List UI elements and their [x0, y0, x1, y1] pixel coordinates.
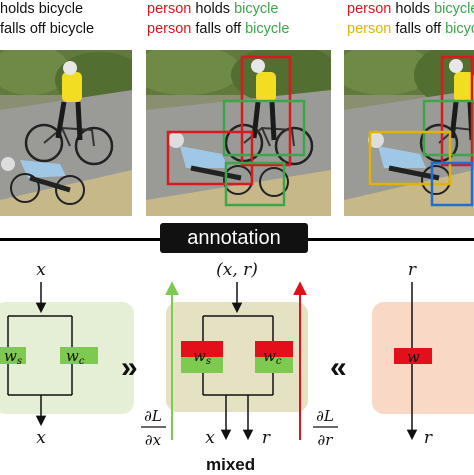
right-output-label: r — [424, 428, 433, 448]
mixed-wc-label: wc — [263, 347, 282, 367]
annotation-label: annotation — [160, 223, 308, 253]
right-input-label: r — [408, 260, 417, 280]
middle-caption-subject-2: person — [147, 21, 192, 37]
gradient-r-denominator: ∂r — [318, 431, 334, 449]
right-caption-object-1: bicycle — [434, 1, 474, 17]
middle-caption-line1: person holds bicycle — [147, 0, 278, 18]
mixed-output-r-label: r — [262, 428, 271, 448]
middle-caption-subject-1: person — [147, 1, 192, 17]
left-caption-falls-off: falls off bicycle — [0, 21, 95, 37]
middle-caption-verb-1: holds — [195, 1, 231, 17]
left-wc-label: wc — [66, 347, 85, 367]
chevron-left-icon: « — [330, 351, 347, 384]
left-caption-holds: holds bicycle — [0, 1, 84, 17]
gradient-x-denominator: ∂x — [145, 431, 162, 449]
right-block-w — [394, 348, 432, 364]
middle-caption-line2: person falls off bicycle — [147, 20, 289, 38]
mixed-ws-red — [181, 341, 223, 357]
photo-middle — [146, 50, 331, 216]
left-caption-line2: falls off bicycle — [0, 20, 94, 38]
mixed-title: mixed — [206, 455, 256, 474]
left-input-label: x — [36, 260, 46, 280]
left-caption-line1: holds bicycle — [0, 0, 83, 18]
left-ws-label: ws — [4, 347, 22, 367]
photo-left — [0, 50, 132, 216]
mixed-ws-green — [181, 357, 223, 373]
mixed-input-label: (x, r) — [216, 260, 258, 280]
mixed-wc-green — [255, 357, 293, 373]
right-caption-object-2: bicycle — [445, 21, 474, 37]
middle-caption-verb-2: falls off — [195, 21, 242, 37]
right-caption-subject-2: person — [347, 21, 392, 37]
right-caption-verb-2: falls off — [395, 21, 442, 37]
middle-caption-object-2: bicycle — [245, 21, 290, 37]
mixed-output-x-label: x — [205, 428, 215, 448]
right-caption-subject-1: person — [347, 1, 392, 17]
right-caption-line2: person falls off bicycle — [347, 20, 474, 38]
middle-caption-object-1: bicycle — [234, 1, 279, 17]
right-caption-line1: person holds bicycle — [347, 0, 474, 18]
mixed-block: (x, r) x r ws wc ∂L ∂x ∂L ∂r — [141, 260, 338, 449]
mixed-ws-label: ws — [193, 347, 211, 367]
gradient-r-numerator: ∂L — [316, 407, 334, 425]
right-caption-verb-1: holds — [395, 1, 431, 17]
right-block: r w r — [372, 260, 474, 448]
mixed-wc-red — [255, 341, 293, 357]
right-w-label: w — [407, 348, 420, 366]
photo-right — [344, 50, 474, 216]
left-block-ws — [0, 347, 26, 364]
left-block-wc — [60, 347, 98, 364]
chevron-right-icon: » — [121, 351, 138, 384]
gradient-x-numerator: ∂L — [144, 407, 162, 425]
training-diagram: x x ws wc » « (x, r) x r ws wc ∂L ∂x — [0, 260, 474, 449]
left-output-label: x — [36, 428, 46, 448]
left-block: x x ws wc — [0, 260, 134, 448]
